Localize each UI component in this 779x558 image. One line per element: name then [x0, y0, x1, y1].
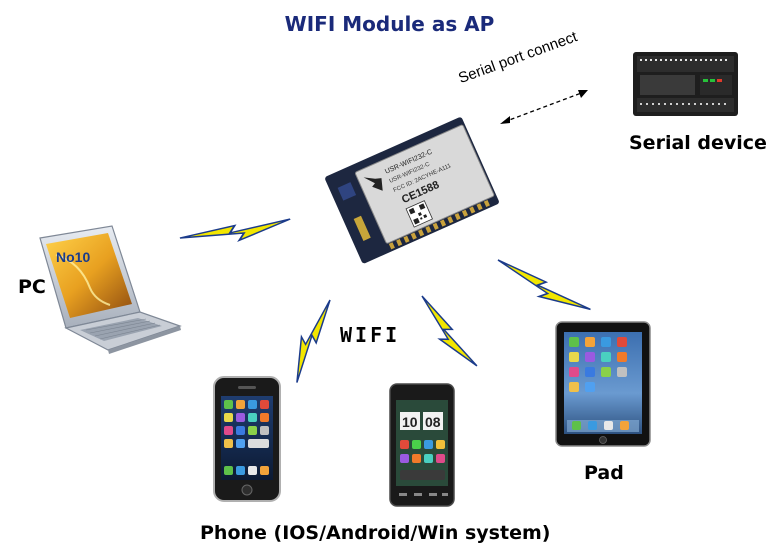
smartphone-iphone-icon	[213, 376, 281, 502]
double-arrow-icon	[500, 90, 588, 124]
lightning-icon	[415, 288, 478, 377]
phone-label: Phone (IOS/Android/Win system)	[200, 522, 551, 544]
serial-device-label: Serial device	[629, 132, 767, 154]
lightning-icon	[493, 248, 592, 326]
tablet-icon	[555, 321, 651, 447]
svg-text:10: 10	[402, 414, 418, 430]
pad-label: Pad	[584, 462, 624, 484]
svg-text:No10: No10	[56, 249, 90, 265]
logo-icon	[363, 177, 383, 191]
svg-text:08: 08	[425, 414, 441, 430]
wifi-label: WIFI	[340, 323, 401, 347]
smartphone-android-icon: 10 08	[389, 383, 455, 507]
serial-device-icon	[633, 52, 738, 116]
laptop-icon: No10	[39, 225, 182, 354]
diagram-title: WIFI Module as AP	[284, 12, 495, 36]
pc-label: PC	[18, 276, 46, 298]
lightning-icon	[279, 296, 342, 384]
lightning-icon	[177, 218, 294, 245]
wifi-module-icon: USR-WIFI232-C USR-WIFI232-C FCC ID: 2ACY…	[325, 117, 499, 264]
